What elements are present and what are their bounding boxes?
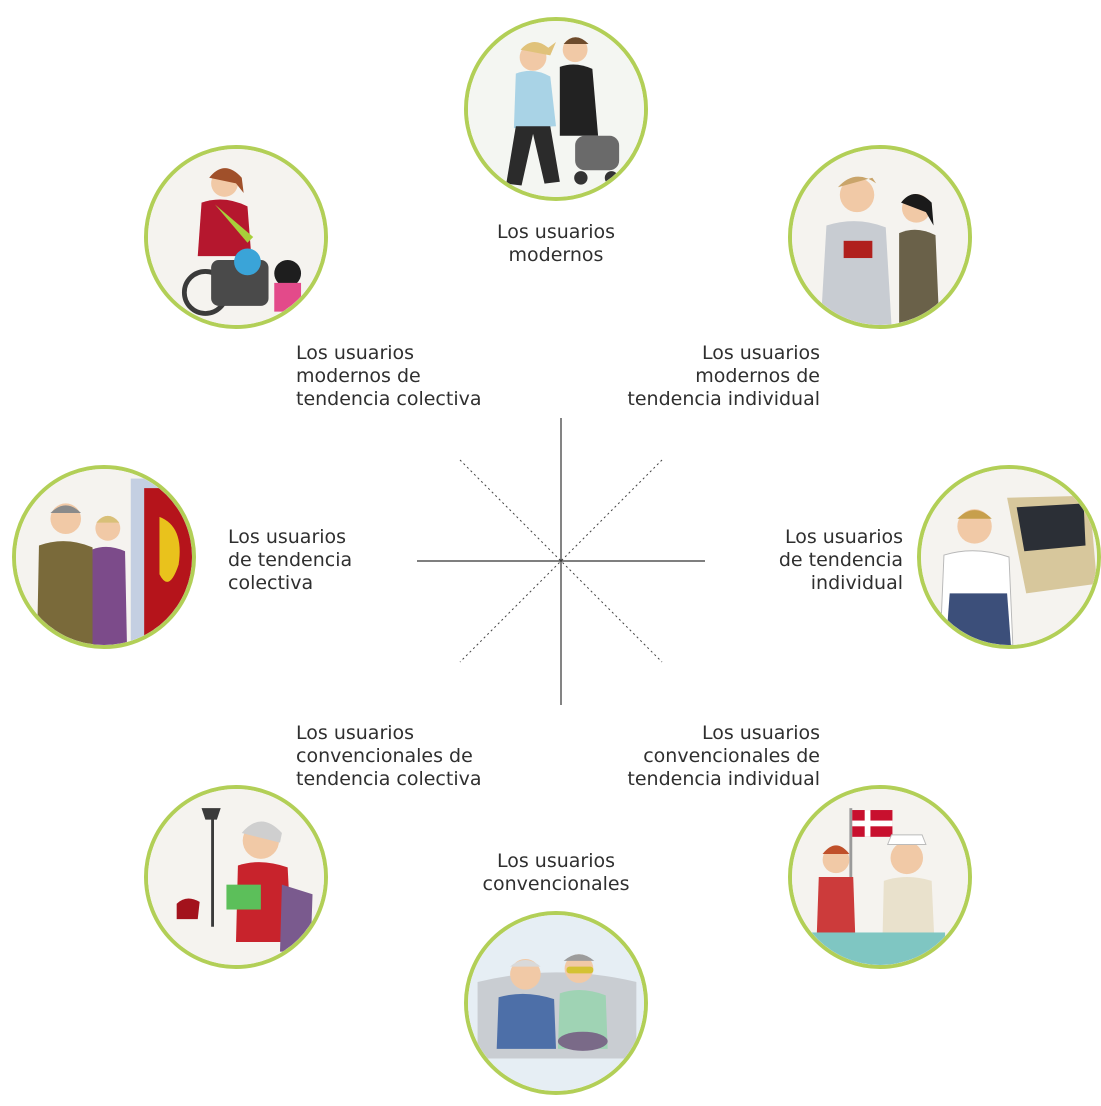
segment-label-convencionales: Los usuarios convencionales <box>482 850 630 895</box>
segment-label-colectiva: Los usuarios de tendencia colectiva <box>228 526 353 594</box>
segment-illustration-colectiva <box>12 465 196 649</box>
segment-illustration-modernos-colectiva <box>144 145 328 329</box>
segment-label-modernos-colectiva: Los usuarios modernos de tendencia colec… <box>296 342 482 410</box>
segment-label-modernos-individual: Los usuarios modernos de tendencia indiv… <box>627 342 820 410</box>
segment-illustration-modernos <box>464 17 648 201</box>
segment-label-modernos: Los usuarios modernos <box>496 221 616 266</box>
segment-illustration-individual <box>917 465 1101 649</box>
segment-illustration-convencionales <box>464 911 648 1095</box>
segment-label-convencionales-colectiva: Los usuarios convencionales de tendencia… <box>296 722 482 790</box>
segment-illustration-convencionales-individual <box>788 785 972 969</box>
segment-label-individual: Los usuarios de tendencia individual <box>778 526 903 594</box>
segment-illustration-modernos-individual <box>788 145 972 329</box>
segment-label-convencionales-individual: Los usuarios convencionales de tendencia… <box>627 722 820 790</box>
segment-illustration-convencionales-colectiva <box>144 785 328 969</box>
